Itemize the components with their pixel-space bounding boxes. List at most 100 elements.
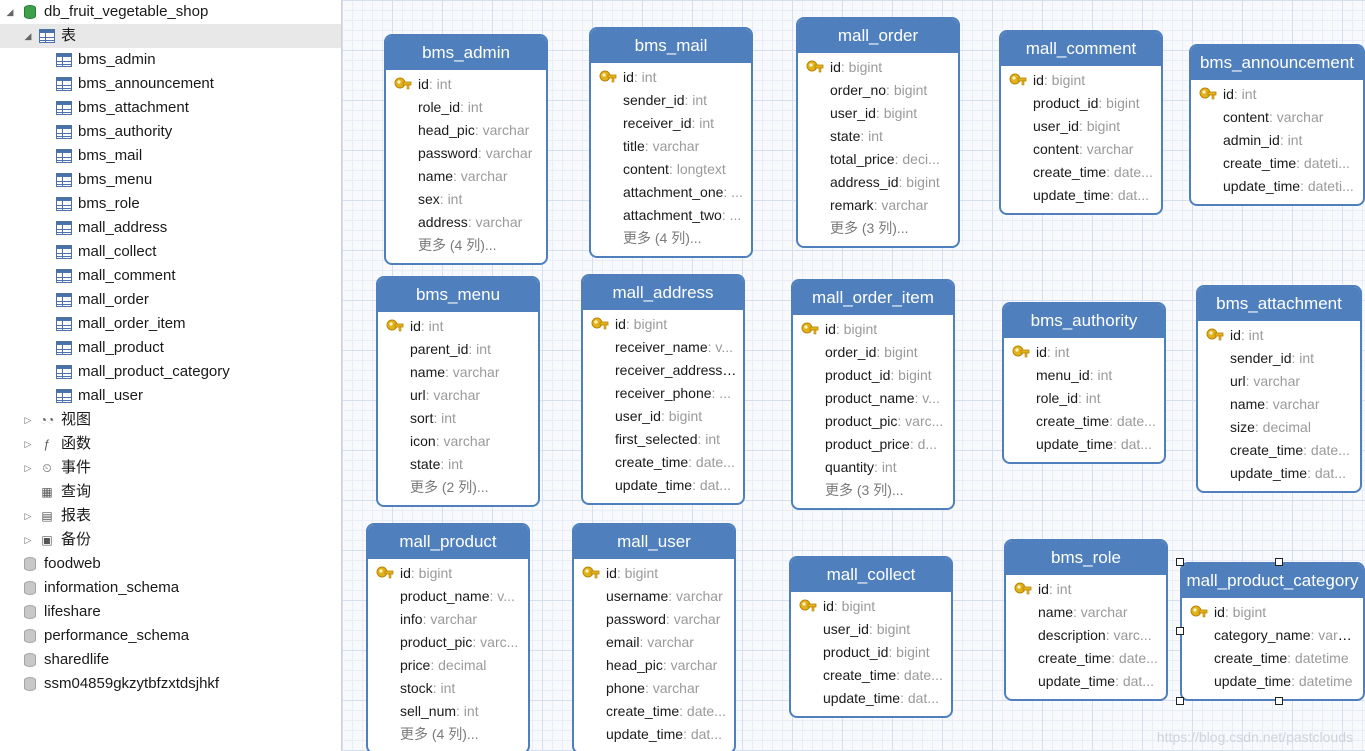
primary-key-field[interactable]: id: int <box>378 315 538 338</box>
primary-key-field[interactable]: id: bigint <box>583 313 743 336</box>
tree-table-mall_comment[interactable]: mall_comment <box>0 264 341 288</box>
resize-handle[interactable] <box>1275 558 1283 566</box>
tree-table-mall_order_item[interactable]: mall_order_item <box>0 312 341 336</box>
primary-key-field[interactable]: id: bigint <box>1182 601 1363 624</box>
field-row[interactable]: admin_id: int <box>1191 129 1363 152</box>
field-row[interactable]: update_time: dat... <box>574 723 734 746</box>
resize-handle[interactable] <box>1176 558 1184 566</box>
resize-handle[interactable] <box>1176 697 1184 705</box>
field-row[interactable]: product_pic: varc... <box>793 410 953 433</box>
primary-key-field[interactable]: id: bigint <box>793 318 953 341</box>
expand-icon[interactable]: ▷ <box>24 415 32 425</box>
tree-table-mall_collect[interactable]: mall_collect <box>0 240 341 264</box>
expand-icon[interactable]: ▷ <box>24 439 32 449</box>
field-row[interactable]: url: varchar <box>378 384 538 407</box>
field-row[interactable]: state: int <box>798 125 958 148</box>
field-row[interactable]: create_time: date... <box>1001 161 1161 184</box>
field-row[interactable]: sex: int <box>386 188 546 211</box>
tree-table-bms_admin[interactable]: bms_admin <box>0 48 341 72</box>
field-row[interactable]: total_price: deci... <box>798 148 958 171</box>
tree-database-foodweb[interactable]: foodweb <box>0 552 341 576</box>
field-row[interactable]: update_time: dateti... <box>1191 175 1363 198</box>
field-row[interactable]: stock: int <box>368 677 528 700</box>
field-row[interactable]: receiver_id: int <box>591 112 751 135</box>
tree-table-bms_menu[interactable]: bms_menu <box>0 168 341 192</box>
tree-group-view[interactable]: ▷◔◔视图 <box>0 408 341 432</box>
collapse-icon[interactable]: ◢ <box>24 31 32 41</box>
primary-key-field[interactable]: id: bigint <box>574 562 734 585</box>
primary-key-field[interactable]: id: int <box>1006 578 1166 601</box>
tree-table-mall_user[interactable]: mall_user <box>0 384 341 408</box>
field-row[interactable]: create_time: date... <box>574 700 734 723</box>
field-row[interactable]: address: varchar <box>386 211 546 234</box>
resize-handle[interactable] <box>1275 697 1283 705</box>
field-row[interactable]: user_id: bigint <box>583 405 743 428</box>
field-row[interactable]: address_id: bigint <box>798 171 958 194</box>
tree-group-query[interactable]: ▦查询 <box>0 480 341 504</box>
field-row[interactable]: phone: varchar <box>574 677 734 700</box>
field-row[interactable]: create_time: dateti... <box>1191 152 1363 175</box>
tree-tables-group[interactable]: ◢表 <box>0 24 341 48</box>
field-row[interactable]: receiver_phone: ... <box>583 382 743 405</box>
field-row[interactable]: name: varchar <box>386 165 546 188</box>
field-row[interactable]: description: varc... <box>1006 624 1166 647</box>
field-row[interactable]: head_pic: varchar <box>574 654 734 677</box>
tree-table-mall_order[interactable]: mall_order <box>0 288 341 312</box>
tree-database-ssm04859gkzytbfzxtdsjhkf[interactable]: ssm04859gkzytbfzxtdsjhkf <box>0 672 341 696</box>
field-row[interactable]: user_id: bigint <box>1001 115 1161 138</box>
tree-table-bms_attachment[interactable]: bms_attachment <box>0 96 341 120</box>
expand-icon[interactable]: ▷ <box>24 463 32 473</box>
primary-key-field[interactable]: id: bigint <box>791 595 951 618</box>
field-row[interactable]: order_id: bigint <box>793 341 953 364</box>
tree-database-performance_schema[interactable]: performance_schema <box>0 624 341 648</box>
tree-group-event[interactable]: ▷⏲事件 <box>0 456 341 480</box>
primary-key-field[interactable]: id: int <box>386 73 546 96</box>
expand-icon[interactable]: ▷ <box>24 535 32 545</box>
field-row[interactable]: name: varchar <box>378 361 538 384</box>
field-row[interactable]: receiver_address. ... <box>583 359 743 382</box>
more-columns-link[interactable]: 更多 (3 列)... <box>830 220 909 236</box>
primary-key-field[interactable]: id: int <box>1004 341 1164 364</box>
field-row[interactable]: product_name: v... <box>368 585 528 608</box>
field-row[interactable]: quantity: int <box>793 456 953 479</box>
field-row[interactable]: content: varchar <box>1001 138 1161 161</box>
tree-table-bms_announcement[interactable]: bms_announcement <box>0 72 341 96</box>
field-row[interactable]: password: varchar <box>386 142 546 165</box>
more-columns-link[interactable]: 更多 (3 列)... <box>825 482 904 498</box>
field-row[interactable]: username: varchar <box>574 585 734 608</box>
field-row[interactable]: update_time: dat... <box>1001 184 1161 207</box>
field-row[interactable]: sender_id: int <box>591 89 751 112</box>
field-row[interactable]: create_time: date... <box>1006 647 1166 670</box>
tree-table-mall_product[interactable]: mall_product <box>0 336 341 360</box>
field-row[interactable]: menu_id: int <box>1004 364 1164 387</box>
field-row[interactable]: first_selected: int <box>583 428 743 451</box>
field-row[interactable]: content: varchar <box>1191 106 1363 129</box>
tree-database-row[interactable]: ◢db_fruit_vegetable_shop <box>0 0 341 24</box>
field-row[interactable]: size: decimal <box>1198 416 1360 439</box>
field-row[interactable]: role_id: int <box>386 96 546 119</box>
field-row[interactable]: product_id: bigint <box>1001 92 1161 115</box>
tree-table-bms_mail[interactable]: bms_mail <box>0 144 341 168</box>
field-row[interactable]: update_time: dat... <box>1004 433 1164 456</box>
tree-database-information_schema[interactable]: information_schema <box>0 576 341 600</box>
field-row[interactable]: product_name: v... <box>793 387 953 410</box>
expand-icon[interactable]: ▷ <box>24 511 32 521</box>
primary-key-field[interactable]: id: int <box>1191 83 1363 106</box>
tree-table-bms_role[interactable]: bms_role <box>0 192 341 216</box>
field-row[interactable]: email: varchar <box>574 631 734 654</box>
tree-table-mall_address[interactable]: mall_address <box>0 216 341 240</box>
field-row[interactable]: update_time: dat... <box>1006 670 1166 693</box>
field-row[interactable]: info: varchar <box>368 608 528 631</box>
field-row[interactable]: content: longtext <box>591 158 751 181</box>
field-row[interactable]: user_id: bigint <box>798 102 958 125</box>
primary-key-field[interactable]: id: int <box>591 66 751 89</box>
